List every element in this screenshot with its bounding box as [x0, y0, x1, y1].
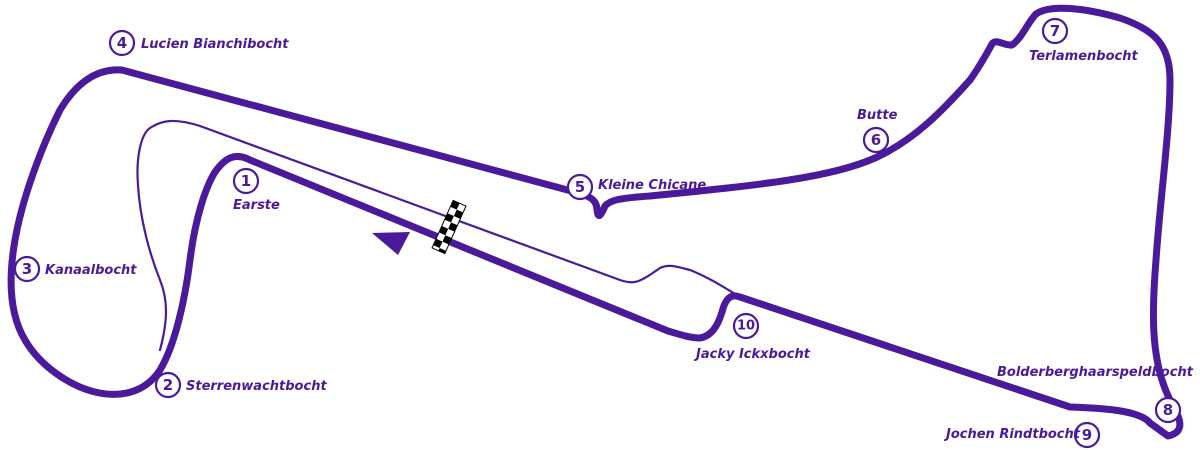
corner-name: Bolderberghaarspeldbocht: [997, 365, 1194, 380]
corner-marker-8: 8 Bolderberghaarspeldbocht: [997, 365, 1194, 424]
corner-name: Jochen Rindtbocht: [943, 427, 1081, 442]
corner-number: 7: [1050, 22, 1060, 40]
corner-number-badge: [232, 167, 260, 195]
corner-marker-1: 1 Earste: [232, 167, 280, 213]
corner-name: Sterrenwachtbocht: [186, 379, 327, 394]
inner-link-path: [136, 119, 742, 352]
corner-number: 6: [871, 131, 881, 149]
corner-number-badge: [732, 312, 760, 340]
corner-number-badge: [1154, 396, 1182, 424]
corner-number-badge: [566, 173, 594, 201]
corner-number: 9: [1082, 426, 1092, 444]
corner-number-badge: [1073, 421, 1101, 449]
corner-number: 5: [575, 178, 585, 196]
corner-marker-7: 7 Terlamenbocht: [1029, 17, 1138, 64]
corner-number: 1: [241, 172, 251, 190]
corner-number: 4: [117, 34, 127, 52]
corner-name: Lucien Bianchibocht: [141, 37, 289, 52]
corner-name: Earste: [233, 198, 280, 213]
corner-marker-5: 5 Kleine Chicane: [566, 173, 706, 201]
corner-number-badge: [108, 29, 136, 57]
corner-name: Jacky Ickxbocht: [693, 347, 811, 362]
corner-number-badge: [862, 126, 890, 154]
corner-marker-9: 9 Jochen Rindtbocht: [943, 421, 1101, 449]
corner-marker-2: 2 Sterrenwachtbocht: [154, 371, 327, 399]
corner-number: 10: [737, 319, 755, 334]
corner-marker-10: 10 Jacky Ickxbocht: [693, 312, 811, 362]
corner-number: 2: [163, 376, 173, 394]
corner-number-badge: [1041, 17, 1069, 45]
main-circuit-path: [7, 4, 1184, 440]
corner-marker-4: 4 Lucien Bianchibocht: [108, 29, 289, 57]
corner-number: 8: [1163, 401, 1173, 419]
corner-name: Terlamenbocht: [1029, 49, 1138, 64]
corner-name: Kanaalbocht: [45, 263, 137, 278]
corner-name: Kleine Chicane: [598, 178, 706, 193]
corner-name: Butte: [857, 108, 898, 123]
corner-number-badge: [154, 371, 182, 399]
corner-marker-3: 3 Kanaalbocht: [13, 255, 137, 283]
checkered-flag-icon: [431, 199, 467, 255]
corner-number-badge: [13, 255, 41, 283]
corner-marker-6: 6 Butte: [857, 108, 898, 154]
corner-number: 3: [22, 260, 32, 278]
direction-arrow-icon: [372, 232, 410, 255]
